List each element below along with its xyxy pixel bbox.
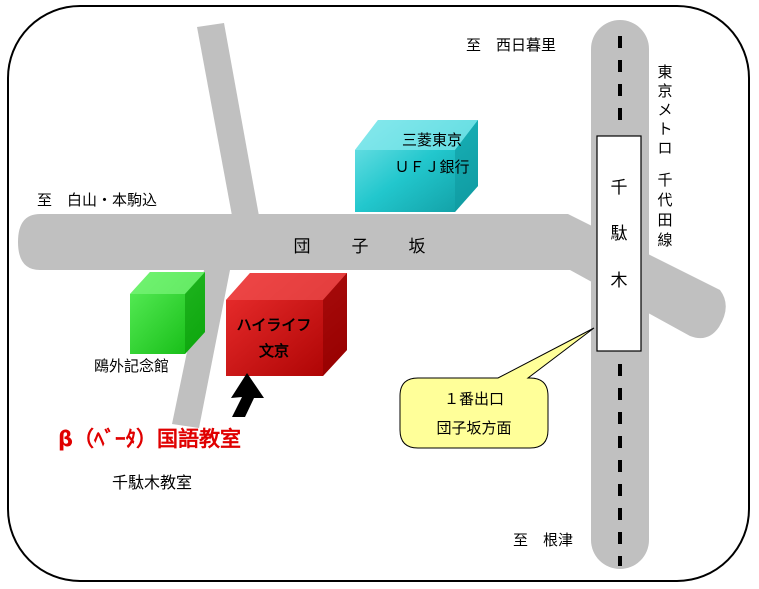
exit-number: １番出口	[444, 390, 504, 408]
chiyoda-line-label: 東 京 メ ト ロ 千 代 田 線	[657, 63, 672, 249]
dangozaka-road	[18, 214, 726, 339]
line-char: 代	[657, 191, 672, 209]
sendagi-station-box[interactable]	[596, 135, 642, 352]
direction-nezu: 至 根津	[513, 531, 573, 549]
hilife-building[interactable]: ハイライフ 文京	[226, 273, 347, 376]
diagonal-road-lower	[172, 270, 230, 428]
direction-hakusan: 至 白山・本駒込	[37, 191, 157, 209]
road-char: 子	[352, 237, 369, 257]
bank-building[interactable]: 三菱東京 ＵＦＪ銀行	[355, 120, 478, 212]
bank-name-line2: ＵＦＪ銀行	[394, 158, 469, 176]
ogai-memorial-building[interactable]	[130, 272, 205, 354]
hilife-name-line1: ハイライフ	[237, 316, 312, 334]
station-name: 千 駄 木	[611, 178, 628, 291]
line-char: 京	[657, 82, 672, 100]
location-arrow-icon	[231, 373, 264, 417]
school-name: β（ﾍﾞｰﾀ）国語教室	[58, 427, 241, 451]
road-char: 坂	[409, 237, 426, 257]
map-frame	[7, 5, 750, 582]
station-char: 木	[611, 271, 628, 291]
bank-name-line1: 三菱東京	[402, 131, 462, 149]
station-char: 千	[611, 178, 628, 198]
line-char: 線	[657, 231, 672, 249]
ogai-memorial-label: 鴎外記念館	[94, 357, 169, 375]
station-char: 駄	[611, 224, 628, 244]
direction-nishinippori: 至 西日暮里	[466, 36, 556, 54]
line-char: ロ	[657, 139, 672, 157]
school-branch: 千駄木教室	[112, 473, 192, 492]
hilife-name-line2: 文京	[259, 342, 289, 360]
line-char: メ	[657, 101, 672, 119]
diagonal-road-upper	[197, 23, 259, 221]
road-char: 団	[294, 237, 311, 257]
line-char: ト	[657, 120, 672, 138]
line-char: 田	[657, 211, 672, 229]
exit-callout[interactable]: １番出口 団子坂方面	[399, 327, 595, 449]
exit-direction: 団子坂方面	[436, 419, 511, 437]
line-char: 千	[657, 171, 672, 189]
line-char: 東	[657, 63, 672, 81]
dangozaka-label: 団 子 坂	[294, 237, 426, 257]
